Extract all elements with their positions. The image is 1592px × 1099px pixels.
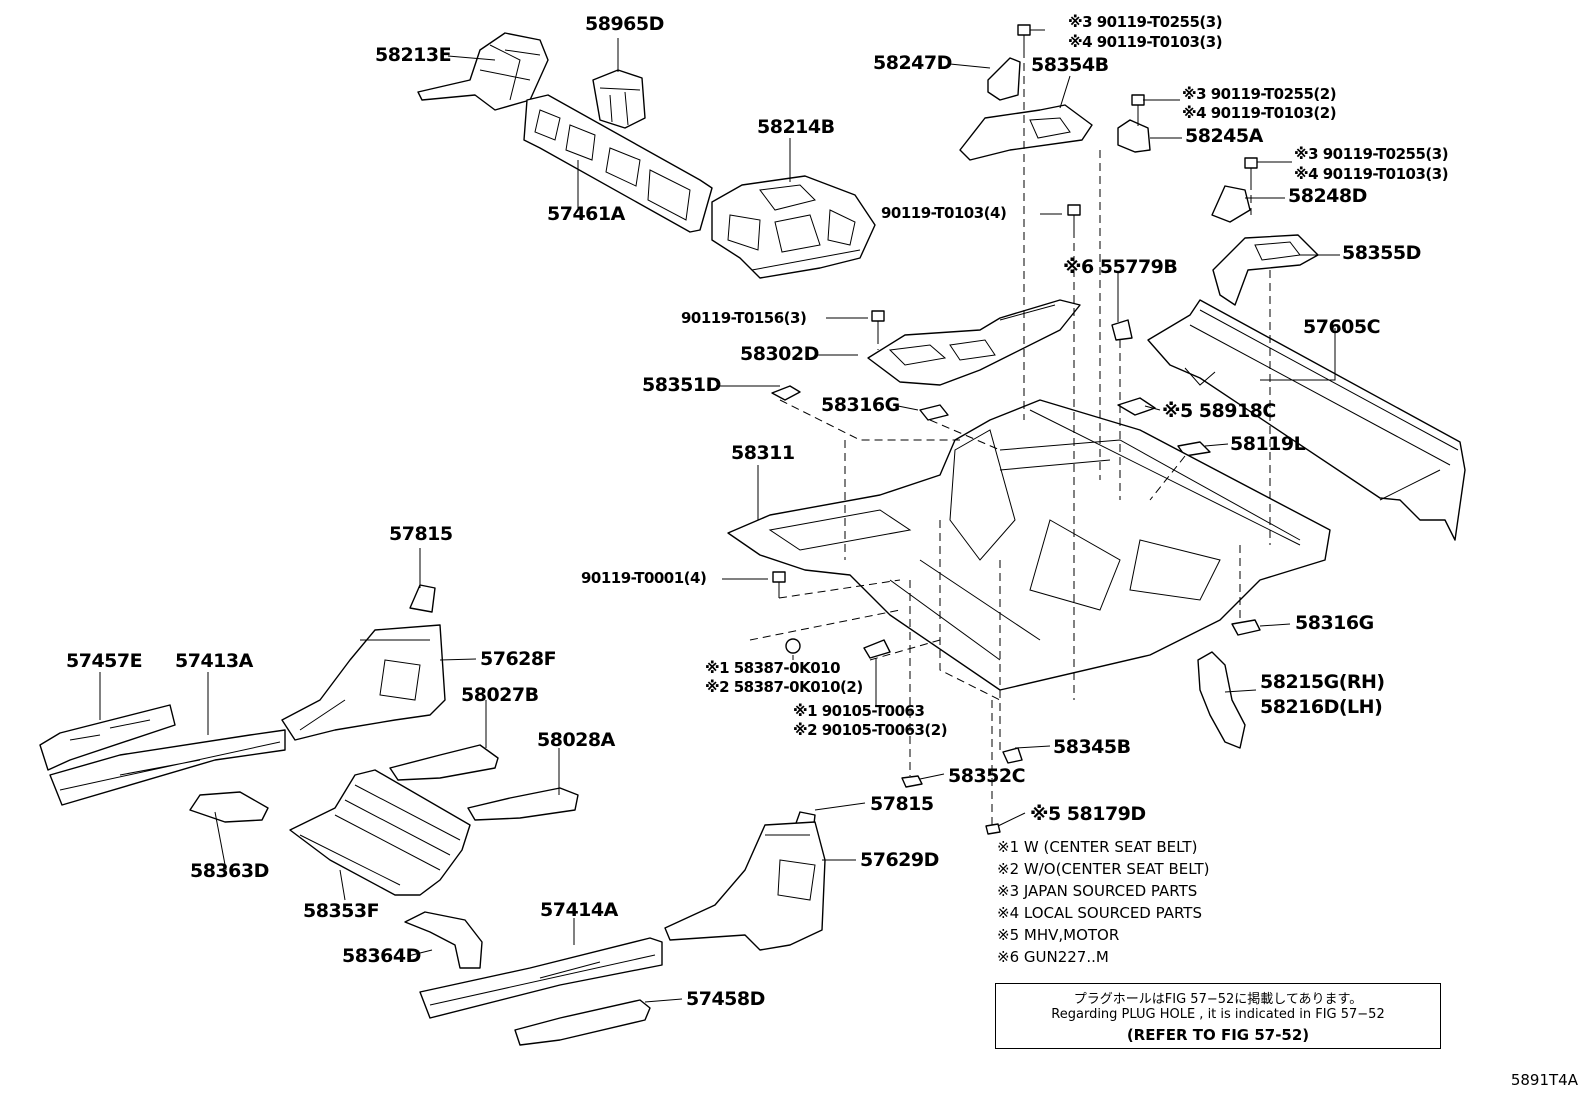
part-57413A-drawing bbox=[49, 729, 286, 806]
part-58354B-drawing bbox=[959, 104, 1093, 161]
part-58215G-drawing bbox=[1197, 651, 1246, 749]
label-57413A: 57413A bbox=[175, 650, 253, 672]
legend-note-5: ※5 MHV,MOTOR bbox=[997, 926, 1120, 944]
label-58028A: 58028A bbox=[537, 729, 615, 751]
label-90105-b: ※2 90105-T0063(2) bbox=[793, 721, 948, 739]
label-58387-b: ※2 58387-0K010(2) bbox=[705, 678, 863, 696]
part-58364D-drawing bbox=[404, 911, 483, 969]
part-58214B-drawing bbox=[711, 175, 876, 279]
label-58918C: ※5 58918C bbox=[1162, 400, 1276, 422]
label-55779B: ※6 55779B bbox=[1063, 256, 1178, 278]
part-58248D-drawing bbox=[1211, 185, 1251, 223]
part-57628F-drawing bbox=[281, 624, 446, 741]
label-58354B: 58354B bbox=[1031, 54, 1109, 76]
label-58363D: 58363D bbox=[190, 860, 269, 882]
part-58213E-drawing bbox=[417, 32, 549, 111]
legend-note-6: ※6 GUN227..M bbox=[997, 948, 1109, 966]
label-57414A: 57414A bbox=[540, 899, 618, 921]
reference-refer: (REFER TO FIG 57-52) bbox=[1126, 1026, 1310, 1044]
label-57461A: 57461A bbox=[547, 203, 625, 225]
label-58215G-RH: 58215G(RH) bbox=[1260, 671, 1385, 693]
label-57605C: 57605C bbox=[1303, 316, 1381, 338]
part-58302D-drawing bbox=[867, 299, 1081, 386]
label-57815-a: 57815 bbox=[389, 523, 453, 545]
legend-note-4: ※4 LOCAL SOURCED PARTS bbox=[997, 904, 1202, 922]
label-bolt-top1-b: ※4 90119-T0103(3) bbox=[1068, 33, 1223, 51]
label-58352C: 58352C bbox=[948, 765, 1026, 787]
part-58247D-drawing bbox=[987, 57, 1021, 101]
label-58353F: 58353F bbox=[303, 900, 380, 922]
part-58965D-drawing bbox=[592, 69, 646, 129]
part-57458D-drawing bbox=[514, 999, 651, 1046]
label-58248D: 58248D bbox=[1288, 185, 1367, 207]
label-bolt-top3-a: ※3 90119-T0255(3) bbox=[1294, 145, 1449, 163]
label-bolt-top3-b: ※4 90119-T0103(3) bbox=[1294, 165, 1449, 183]
diagram-code: 5891T4A bbox=[1510, 1071, 1578, 1089]
label-58965D: 58965D bbox=[585, 13, 664, 35]
label-bolt-top2-a: ※3 90119-T0255(2) bbox=[1182, 85, 1337, 103]
bolt-drawings bbox=[772, 24, 1258, 598]
label-58316G-b: 58316G bbox=[1295, 612, 1374, 634]
label-58213E: 58213E bbox=[375, 44, 452, 66]
label-90105-a: ※1 90105-T0063 bbox=[793, 702, 925, 720]
part-58353F-drawing bbox=[289, 769, 471, 896]
part-58363D-drawing bbox=[189, 791, 269, 823]
label-90119-T0103-4: 90119-T0103(4) bbox=[881, 204, 1007, 222]
label-57629D: 57629D bbox=[860, 849, 939, 871]
part-57629D-drawing bbox=[664, 821, 826, 951]
part-57457E-drawing bbox=[39, 704, 176, 771]
label-58216D-LH: 58216D(LH) bbox=[1260, 696, 1383, 718]
reference-japanese: プラグホールはFIG 57−52に掲載してあります。 bbox=[1073, 992, 1363, 1007]
label-57458D: 57458D bbox=[686, 988, 765, 1010]
label-58214B: 58214B bbox=[757, 116, 835, 138]
label-58247D: 58247D bbox=[873, 52, 952, 74]
label-58311: 58311 bbox=[731, 442, 795, 464]
label-58355D: 58355D bbox=[1342, 242, 1421, 264]
assembly-dashed-lines bbox=[749, 50, 1271, 826]
label-58316G-a: 58316G bbox=[821, 394, 900, 416]
reference-english: Regarding PLUG HOLE , it is indicated in… bbox=[1051, 1007, 1385, 1022]
label-bolt-top2-b: ※4 90119-T0103(2) bbox=[1182, 104, 1337, 122]
legend-note-2: ※2 W/O(CENTER SEAT BELT) bbox=[997, 860, 1210, 878]
label-58179D: ※5 58179D bbox=[1030, 803, 1146, 825]
part-57414A-drawing bbox=[419, 937, 663, 1019]
part-58027B-drawing bbox=[389, 744, 499, 781]
part-58245A-drawing bbox=[1117, 119, 1151, 153]
leader-lines bbox=[99, 29, 1340, 1003]
small-bracket-drawings bbox=[771, 319, 1261, 835]
label-57457E: 57457E bbox=[66, 650, 143, 672]
part-58355D-drawing bbox=[1212, 234, 1319, 306]
legend-note-1: ※1 W (CENTER SEAT BELT) bbox=[997, 838, 1198, 856]
label-58351D: 58351D bbox=[642, 374, 721, 396]
label-90119-T0001-4: 90119-T0001(4) bbox=[581, 569, 707, 587]
reference-box: プラグホールはFIG 57−52に掲載してあります。 Regarding PLU… bbox=[995, 983, 1441, 1049]
label-58245A: 58245A bbox=[1185, 125, 1263, 147]
part-57461A-drawing bbox=[523, 94, 713, 233]
label-58387-a: ※1 58387-0K010 bbox=[705, 659, 841, 677]
part-57815-drawing bbox=[409, 584, 816, 843]
label-58027B: 58027B bbox=[461, 684, 539, 706]
part-58311-drawing bbox=[727, 399, 1331, 691]
label-57815-b: 57815 bbox=[870, 793, 934, 815]
label-58302D: 58302D bbox=[740, 343, 819, 365]
label-90119-T0156-3: 90119-T0156(3) bbox=[681, 309, 807, 327]
label-57628F: 57628F bbox=[480, 648, 557, 670]
label-58364D: 58364D bbox=[342, 945, 421, 967]
label-58119L: 58119L bbox=[1230, 433, 1306, 455]
legend-note-3: ※3 JAPAN SOURCED PARTS bbox=[997, 882, 1198, 900]
label-58345B: 58345B bbox=[1053, 736, 1131, 758]
part-58028A-drawing bbox=[467, 787, 579, 821]
label-bolt-top1-a: ※3 90119-T0255(3) bbox=[1068, 13, 1223, 31]
